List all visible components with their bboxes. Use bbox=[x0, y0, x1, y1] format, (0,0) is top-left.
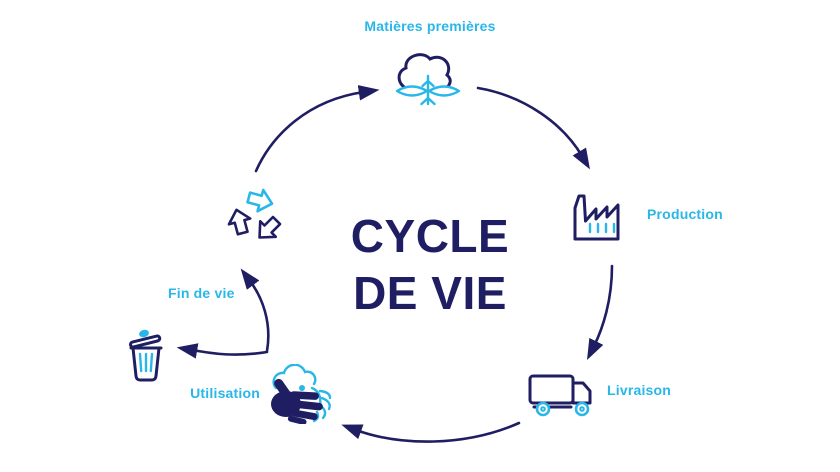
arrow-use-to-recycle bbox=[240, 268, 270, 353]
label-utilisation: Utilisation bbox=[190, 385, 260, 401]
factory-icon bbox=[573, 194, 620, 241]
truck-icon bbox=[528, 374, 592, 417]
page-title: CYCLE DE VIE bbox=[320, 208, 540, 322]
label-production: Production bbox=[647, 206, 723, 222]
label-fin-de-vie: Fin de vie bbox=[168, 285, 235, 301]
arrow-use-to-end-of-life bbox=[176, 343, 269, 359]
hands-washing-icon bbox=[271, 364, 332, 424]
trash-bin-icon bbox=[128, 329, 163, 382]
arrow-delivery-to-use bbox=[341, 421, 521, 443]
recycle-arrows-icon bbox=[227, 188, 282, 239]
cotton-flower-icon bbox=[395, 53, 461, 106]
title-line-1: CYCLE bbox=[350, 210, 510, 262]
label-matieres-premieres: Matières premières bbox=[364, 18, 496, 34]
arrow-materials-to-production bbox=[476, 86, 590, 170]
arrow-production-to-delivery bbox=[587, 264, 614, 360]
title-line-2: DE VIE bbox=[353, 267, 507, 320]
label-livraison: Livraison bbox=[607, 382, 672, 398]
arrow-recycle-to-materials bbox=[254, 85, 380, 173]
